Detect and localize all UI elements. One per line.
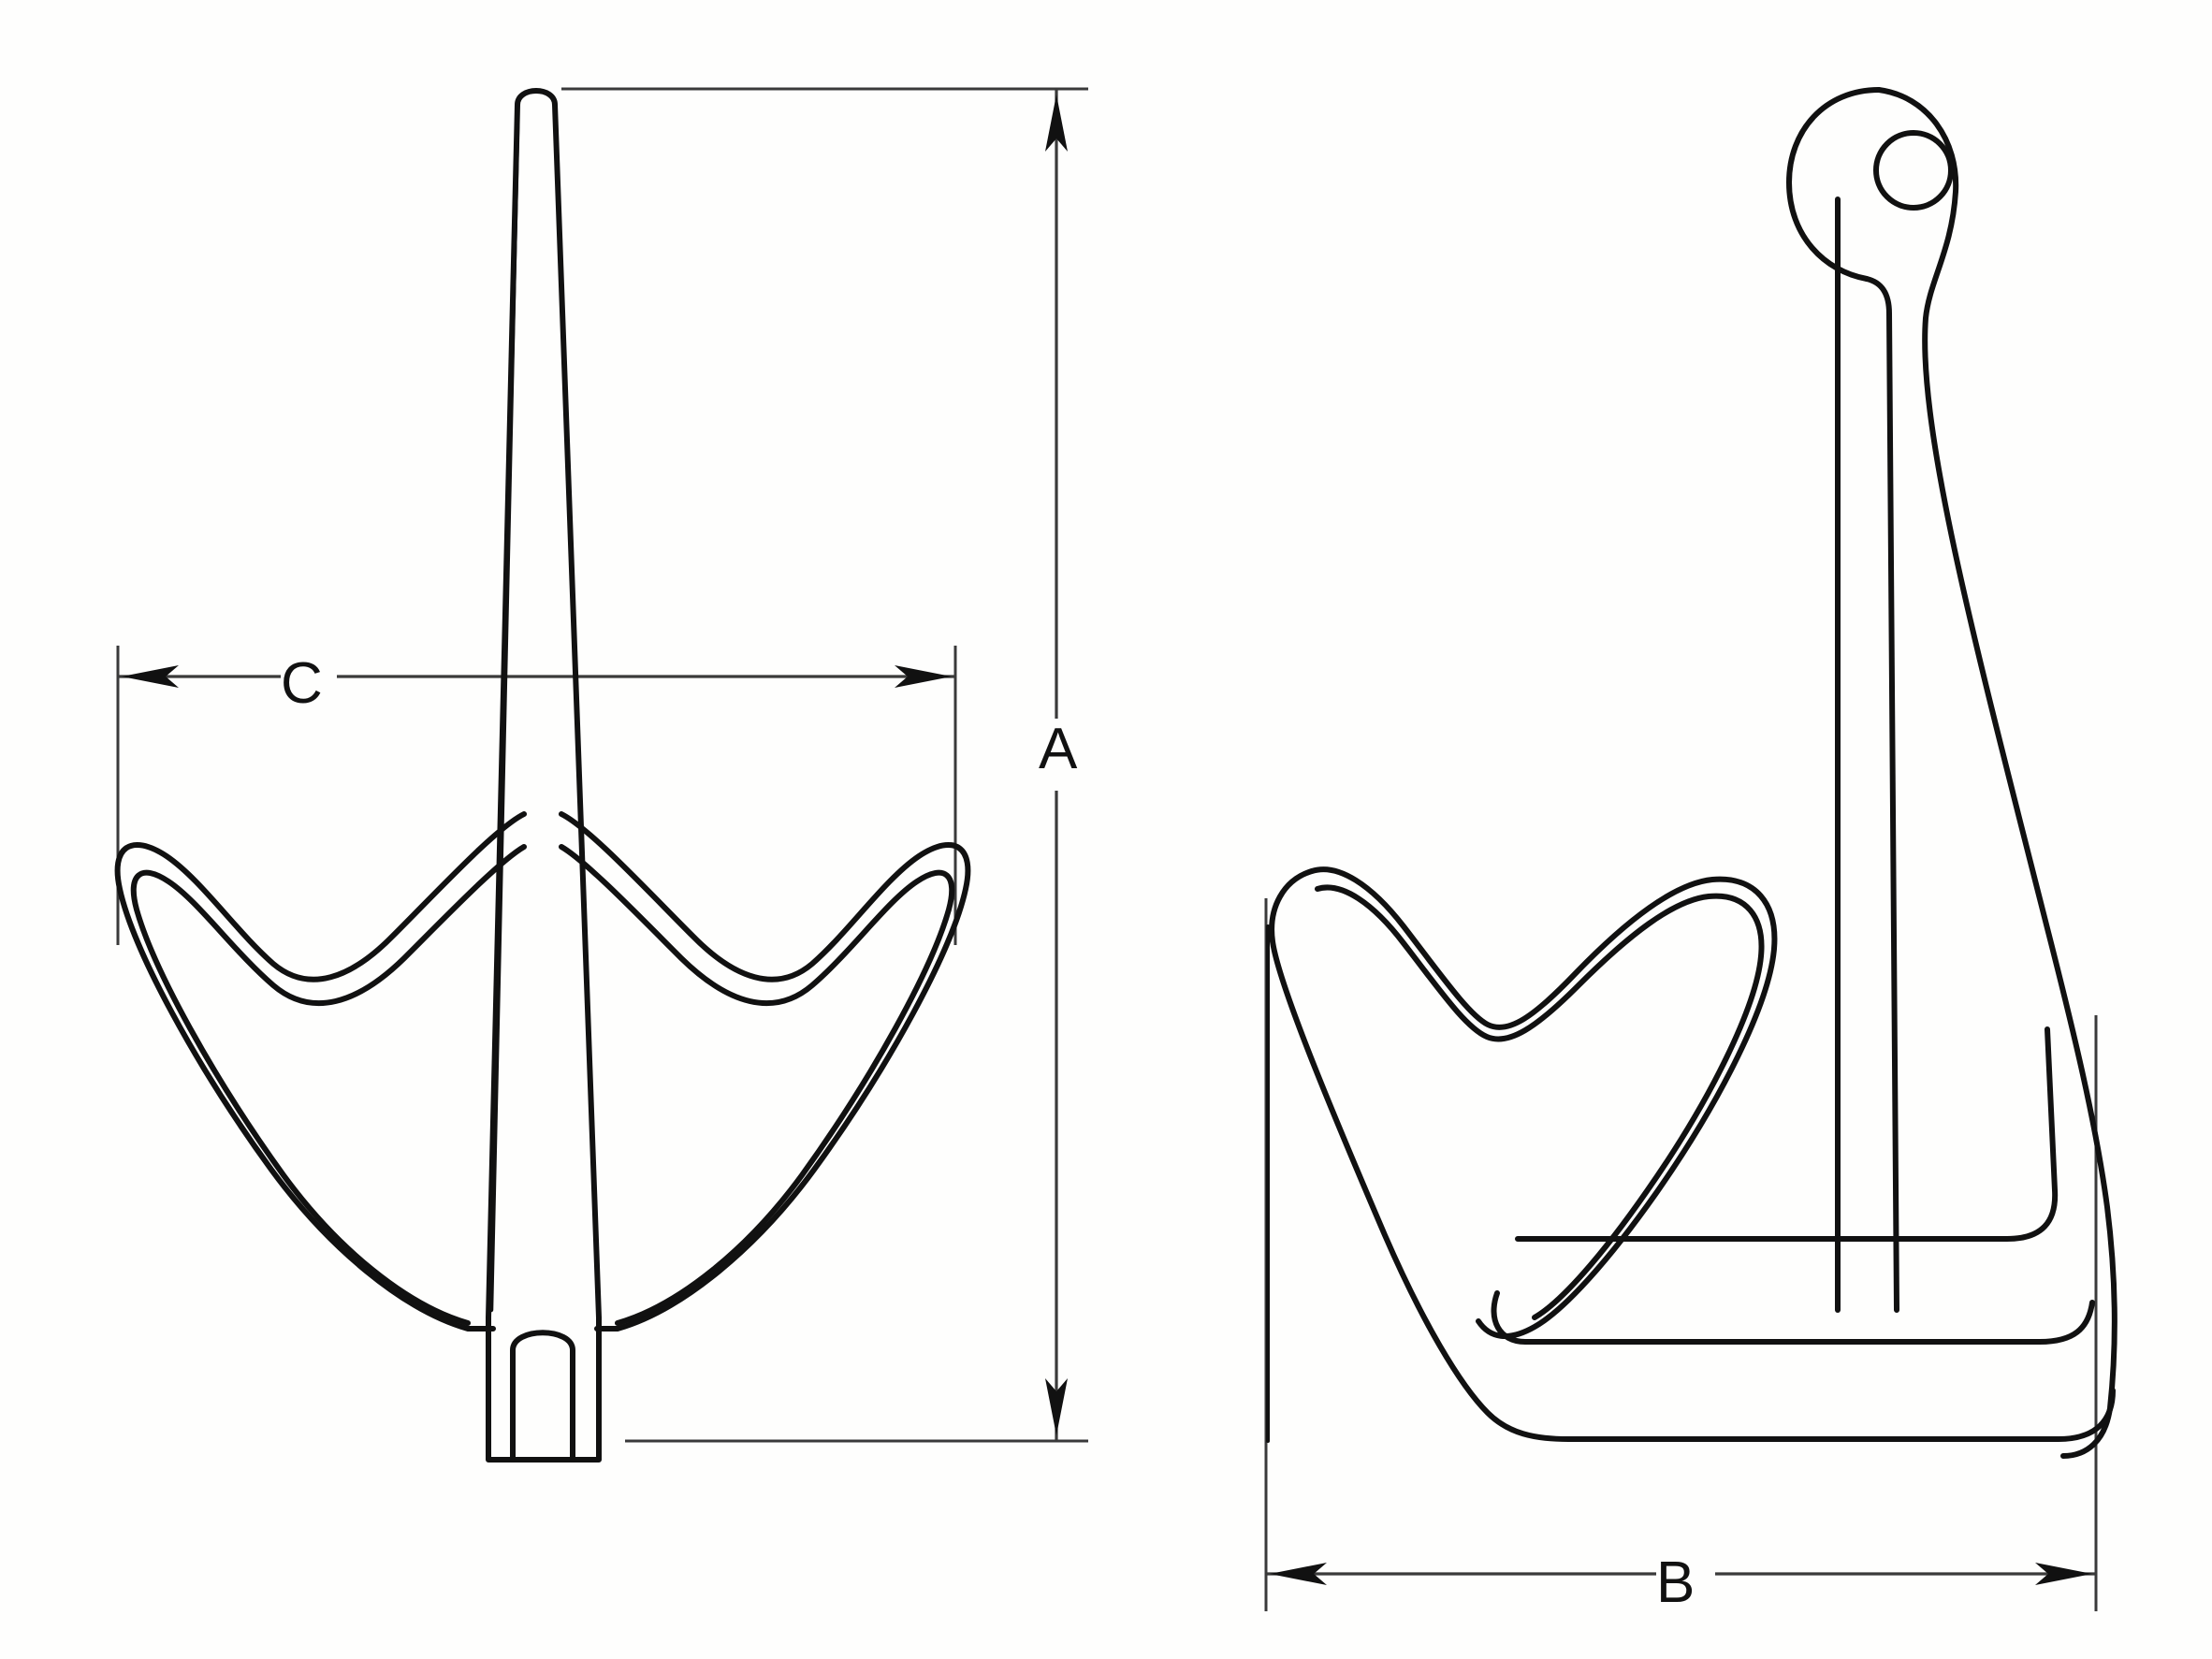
dimension-C bbox=[116, 646, 957, 945]
fluke-left-outer bbox=[114, 811, 527, 1332]
fluke-right-inner bbox=[559, 844, 955, 1326]
dimension-layer bbox=[116, 87, 2098, 1611]
dimension-label-C: C bbox=[281, 651, 323, 716]
fluke-right-outer bbox=[559, 811, 971, 1332]
crown-slot bbox=[510, 1330, 575, 1463]
side-fluke-outer bbox=[1269, 868, 2116, 1442]
shank-outline bbox=[486, 88, 602, 1463]
side-shank-outer bbox=[1876, 87, 2117, 1459]
front-view bbox=[114, 88, 971, 1463]
dimension-B-arrow-right bbox=[2035, 1563, 2092, 1585]
dimension-A-arrow-top bbox=[1045, 95, 1068, 152]
shank-inner-edge-left bbox=[488, 124, 520, 1313]
side-view bbox=[1266, 87, 2117, 1459]
fluke-left-inner bbox=[130, 844, 527, 1326]
dimension-C-arrow-right bbox=[895, 665, 952, 688]
side-fluke-v-outer bbox=[1309, 866, 1778, 1340]
dimension-label-A: A bbox=[1039, 717, 1078, 781]
dimension-A bbox=[561, 87, 1088, 1443]
dimension-A-arrow-bottom bbox=[1045, 1378, 1068, 1435]
dimension-label-B: B bbox=[1656, 1550, 1695, 1615]
side-fluke-shelf-upper bbox=[1515, 1026, 2059, 1242]
side-head-lobe bbox=[1786, 87, 1882, 282]
dimension-C-arrow-left bbox=[122, 665, 179, 688]
side-fluke-v-inner bbox=[1315, 884, 1765, 1320]
side-head-notch bbox=[1864, 276, 1899, 1313]
dimension-B-arrow-left bbox=[1270, 1563, 1327, 1585]
shackle-eye-hole bbox=[1873, 130, 1954, 211]
side-fluke-shelf-lower bbox=[1491, 1290, 2095, 1345]
